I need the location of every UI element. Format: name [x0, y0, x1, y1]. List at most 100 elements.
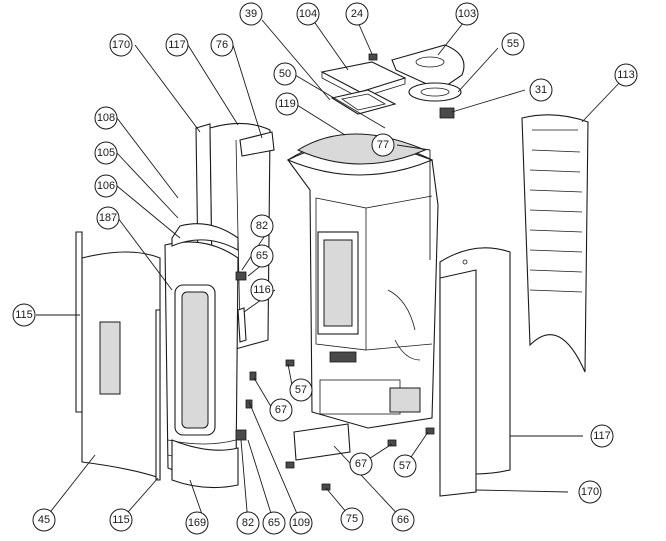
callout-circle: [349, 452, 373, 476]
callout-109: 109: [289, 511, 313, 535]
callout-circle: [578, 480, 602, 504]
callout-label: 115: [112, 514, 130, 526]
callout-circle: [210, 33, 234, 57]
front-door-part: [164, 223, 239, 477]
gasket-part: [330, 89, 397, 115]
callout-label: 50: [279, 68, 291, 80]
callout-circle: [275, 92, 299, 116]
callout-65: 65: [262, 511, 286, 535]
callout-45: 45: [32, 508, 56, 532]
clip-small-2-part: [249, 371, 257, 381]
callout-label: 106: [97, 180, 115, 192]
plate-part: [293, 423, 351, 461]
callout-65: 65: [250, 244, 274, 268]
callout-label: 104: [299, 8, 317, 20]
callout-label: 109: [292, 517, 310, 529]
callout-label: 55: [507, 38, 519, 50]
callout-119: 119: [275, 92, 299, 116]
callout-105: 105: [94, 141, 118, 165]
callout-label: 105: [97, 147, 115, 159]
callout-label: 67: [275, 404, 287, 416]
callout-circle: [94, 174, 118, 198]
callout-circle: [289, 378, 313, 402]
clip-small-6-part: [387, 439, 397, 447]
callout-106: 106: [94, 174, 118, 198]
callout-circle: [391, 508, 415, 532]
callout-circle: [269, 398, 293, 422]
callout-circle: [250, 244, 274, 268]
callout-label: 24: [351, 8, 363, 20]
callout-circle: [239, 2, 263, 26]
bracket-part: [439, 107, 455, 119]
callout-24: 24: [345, 2, 369, 26]
callout-57: 57: [393, 454, 417, 478]
small-bracket-lower-part: [235, 429, 247, 441]
bottom-panel-part: [171, 439, 239, 489]
clip-small-7-part: [425, 427, 435, 435]
callout-77: 77: [371, 133, 395, 157]
callout-82: 82: [236, 511, 260, 535]
callout-67: 67: [349, 452, 373, 476]
callout-circle: [94, 106, 118, 130]
callout-116: 116: [250, 278, 274, 302]
callout-label: 170: [581, 486, 599, 498]
callout-circle: [96, 206, 120, 230]
callout-115: 115: [12, 303, 36, 327]
callout-75: 75: [340, 507, 364, 531]
callout-label: 39: [245, 8, 257, 20]
callout-circle: [371, 133, 395, 157]
callout-label: 45: [38, 514, 50, 526]
callout-circle: [262, 511, 286, 535]
callout-169: 169: [185, 511, 209, 535]
callout-label: 119: [278, 98, 296, 110]
callout-187: 187: [96, 206, 120, 230]
callout-170: 170: [109, 33, 133, 57]
callout-circle: [501, 32, 525, 56]
clip-small-5-part: [321, 483, 331, 491]
callout-circle: [94, 141, 118, 165]
callout-label: 82: [256, 220, 268, 232]
callout-66: 66: [391, 508, 415, 532]
callout-170: 170: [578, 480, 602, 504]
callout-circle: [236, 511, 260, 535]
callout-circle: [165, 33, 189, 57]
callout-label: 57: [399, 460, 411, 472]
callout-label: 75: [346, 513, 358, 525]
callout-circle: [109, 33, 133, 57]
right-front-panel-part: [439, 247, 511, 497]
callout-label: 169: [188, 517, 206, 529]
callout-label: 170: [112, 39, 130, 51]
callout-108: 108: [94, 106, 118, 130]
callout-label: 82: [242, 517, 254, 529]
callout-31: 31: [529, 78, 553, 102]
callout-circle: [529, 78, 553, 102]
right-gasket-part: [155, 309, 161, 481]
callout-103: 103: [455, 2, 479, 26]
left-gasket-part: [75, 231, 83, 413]
callout-39: 39: [239, 2, 263, 26]
callout-label: 116: [253, 284, 271, 296]
leader-lines: [36, 17, 623, 524]
callout-circle: [393, 454, 417, 478]
callout-circle: [296, 2, 320, 26]
callout-label: 187: [99, 212, 117, 224]
callout-circle: [340, 507, 364, 531]
callout-circle: [12, 303, 36, 327]
callout-circle: [590, 424, 614, 448]
callout-117: 117: [165, 33, 189, 57]
callout-circle: [289, 511, 313, 535]
callout-label: 65: [256, 250, 268, 262]
callout-50: 50: [273, 62, 297, 86]
callout-label: 57: [295, 384, 307, 396]
callout-circle: [32, 508, 56, 532]
callout-circle: [273, 62, 297, 86]
callout-label: 76: [216, 39, 228, 51]
callout-circle: [109, 508, 133, 532]
callout-circle: [250, 278, 274, 302]
callout-circle: [614, 63, 638, 87]
callout-67: 67: [269, 398, 293, 422]
callout-circle: [345, 2, 369, 26]
clip-small-3-part: [245, 399, 253, 409]
